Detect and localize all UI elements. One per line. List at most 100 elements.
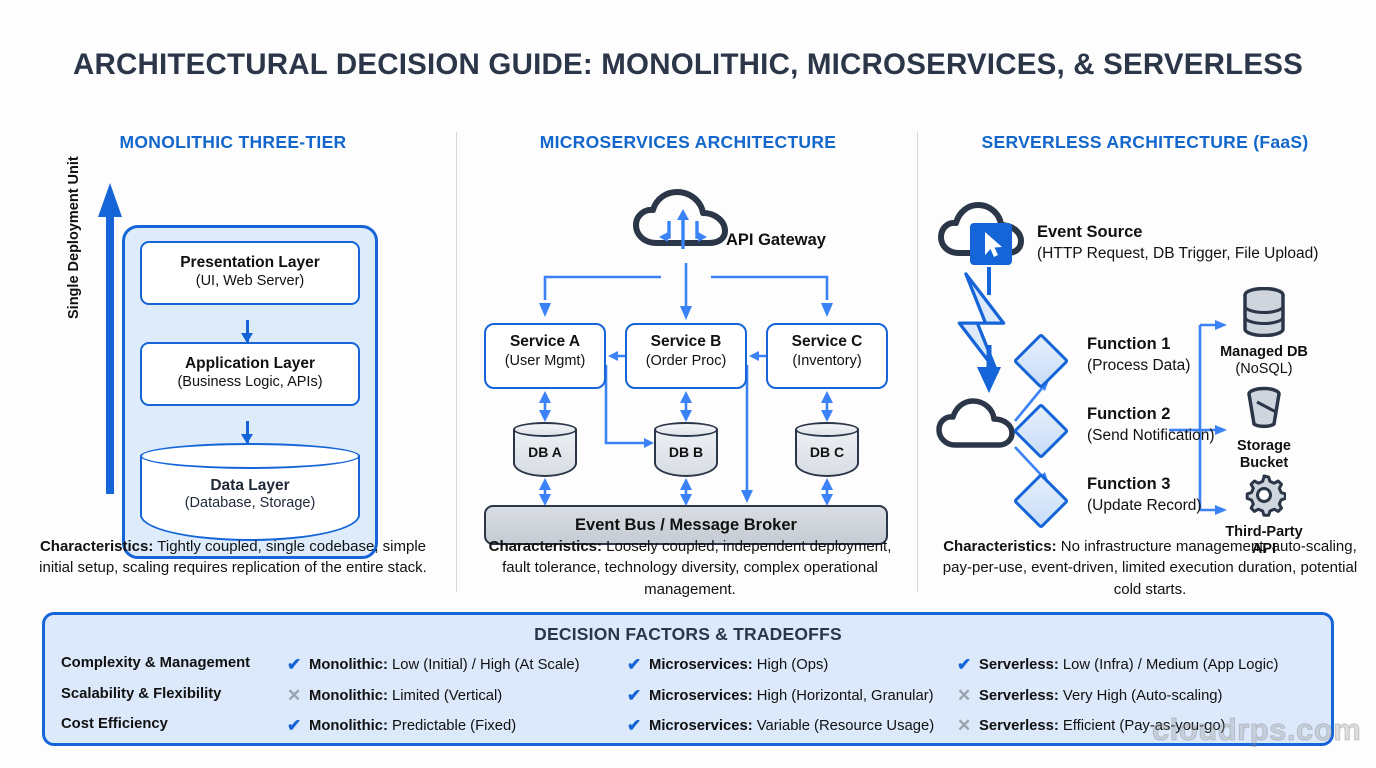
serverless-column: SERVERLESS ARCHITECTURE (FaaS)	[919, 132, 1371, 557]
characteristics-text: No infrastructure management, auto-scali…	[942, 538, 1358, 598]
serverless-heading: SERVERLESS ARCHITECTURE (FaaS)	[981, 132, 1309, 152]
serverless-flow-connectors	[936, 267, 1227, 515]
option-name: Monolithic:	[309, 687, 388, 704]
page-title: ARCHITECTURAL DECISION GUIDE: MONOLITHIC…	[73, 48, 1303, 81]
characteristics-label: Characteristics:	[943, 538, 1057, 555]
option-value: Low (Infra) / Medium (App Logic)	[1058, 657, 1279, 673]
monolithic-column: MONOLITHIC THREE-TIER Single Deployment …	[10, 132, 456, 559]
option-value: Very High (Auto-scaling)	[1058, 687, 1223, 704]
column-divider-right	[917, 132, 918, 592]
decision-cell-monolithic: ✔Monolithic: Low (Initial) / High (At Sc…	[287, 652, 627, 678]
tier-title: Application Layer	[184, 355, 316, 372]
serverless-characteristics: Characteristics: No infrastructure manag…	[938, 536, 1362, 600]
database-label: DB C	[809, 444, 845, 460]
decision-cell-serverless: ✕ Serverless: Efficient (Pay-as-you-go)	[957, 713, 1317, 739]
column-divider-left	[456, 132, 457, 592]
option-value: Variable (Resource Usage)	[752, 718, 935, 734]
service-c-box: Service C (Inventory)	[766, 323, 888, 389]
deployment-arrow-icon	[98, 183, 122, 494]
database-label: DB A	[528, 444, 562, 460]
cursor-icon	[970, 223, 1012, 265]
tier-data-layer: Data Layer (Database, Storage)	[140, 443, 360, 541]
microservices-characteristics: Characteristics: Loosely coupled, indepe…	[478, 536, 902, 600]
option-name: Serverless:	[979, 718, 1059, 734]
microservices-heading: MICROSERVICES ARCHITECTURE	[539, 132, 837, 152]
database-icon	[1243, 286, 1285, 338]
api-gateway-cloud-icon	[633, 189, 728, 249]
microservices-diagram: API Gateway	[458, 165, 918, 557]
resource-label: Storage	[1237, 438, 1291, 454]
resource-label: Third-Party	[1225, 524, 1303, 540]
cylinder-text: Data Layer (Database, Storage)	[140, 477, 360, 511]
cylinder-body	[140, 455, 360, 541]
tier-detail: (UI, Web Server)	[195, 273, 305, 290]
decision-factors-panel: DECISION FACTORS & TRADEOFFS Complexity …	[42, 612, 1334, 746]
gateway-service-connectors	[539, 263, 833, 506]
cylinder-top	[140, 443, 360, 469]
connector-application-to-data	[241, 421, 252, 444]
characteristics-text: Loosely coupled, independent deployment,…	[502, 538, 892, 598]
resource-label: Managed DB	[1220, 344, 1308, 360]
service-detail: (Inventory)	[792, 352, 862, 369]
option-name: Serverless:	[979, 657, 1059, 673]
option-name: Serverless:	[979, 687, 1059, 704]
service-title: Service C	[791, 333, 863, 350]
service-detail: (Order Proc)	[645, 352, 727, 369]
function-detail: (Process Data)	[1087, 356, 1191, 374]
tier-detail: (Business Logic, APIs)	[177, 374, 323, 391]
option-name: Microservices:	[649, 657, 753, 673]
bucket-icon	[1247, 386, 1281, 429]
tier-detail: (Database, Storage)	[184, 495, 316, 511]
resource-third-party-api: Third-Party API	[1209, 473, 1319, 559]
decision-cell-monolithic: ✕ Monolithic: Limited (Vertical)	[287, 683, 627, 709]
decision-grid: Complexity & Management✔Monolithic: Low …	[45, 652, 1331, 739]
tier-title: Data Layer	[210, 477, 290, 494]
function-title: Function 3	[1087, 474, 1171, 493]
check-icon: ✔	[627, 655, 642, 674]
resource-sub: (NoSQL)	[1235, 361, 1293, 378]
monolithic-heading: MONOLITHIC THREE-TIER	[119, 132, 347, 152]
option-value: High (Horizontal, Granular)	[752, 687, 934, 704]
event-source-detail: (HTTP Request, DB Trigger, File Upload)	[1037, 245, 1319, 262]
cross-icon: ✕	[957, 685, 972, 705]
characteristics-text: Tightly coupled, single codebase, simple…	[39, 538, 427, 577]
gear-icon	[1245, 474, 1287, 517]
connector-presentation-to-application	[241, 320, 252, 343]
monolithic-diagram: Single Deployment Unit Presentation Laye…	[10, 156, 456, 559]
database-b-icon: DB B	[654, 422, 718, 478]
option-name: Monolithic:	[309, 718, 388, 734]
service-b-box: Service B (Order Proc)	[625, 323, 747, 389]
function-detail: (Update Record)	[1087, 496, 1202, 514]
decision-cell-microservices: ✔ Microservices: High (Horizontal, Granul…	[627, 683, 957, 709]
cross-icon: ✕	[287, 685, 302, 705]
option-value: Efficient (Pay-as-you-go)	[1058, 718, 1226, 734]
function-title: Function 1	[1087, 334, 1171, 353]
option-value: Limited (Vertical)	[387, 687, 503, 704]
resource-sub: Bucket	[1239, 455, 1289, 472]
check-icon: ✔	[627, 716, 642, 735]
decision-cell-serverless: ✕ Serverless: Very High (Auto-scaling)	[957, 683, 1317, 709]
decision-cell-monolithic: ✔ Monolithic: Predictable (Fixed)	[287, 713, 627, 739]
service-title: Service A	[509, 333, 581, 350]
check-icon: ✔	[287, 716, 302, 735]
api-gateway-label: API Gateway	[726, 231, 826, 249]
service-a-box: Service A (User Mgmt)	[484, 323, 606, 389]
resource-storage-bucket: Storage Bucket	[1209, 385, 1319, 473]
decision-factor-label: Complexity & Management	[61, 655, 251, 671]
check-icon: ✔	[627, 685, 642, 705]
option-value: Low (Initial) / High (At Scale)	[387, 657, 580, 673]
function-title: Function 2	[1087, 404, 1171, 423]
decision-cell-microservices: ✔ Microservices: Variable (Resource Usage…	[627, 713, 957, 739]
event-bus-bar: Event Bus / Message Broker	[484, 505, 888, 545]
characteristics-label: Characteristics:	[39, 538, 154, 555]
option-value: Predictable (Fixed)	[387, 718, 517, 734]
tier-presentation-layer: Presentation Layer (UI, Web Server)	[140, 241, 360, 306]
service-title: Service B	[650, 333, 722, 350]
cross-icon: ✕	[957, 716, 972, 735]
service-detail: (User Mgmt)	[504, 352, 586, 369]
event-source-title: Event Source	[1037, 223, 1143, 241]
database-a-icon: DB A	[513, 422, 577, 478]
option-name: Microservices:	[649, 718, 753, 734]
option-name: Microservices:	[649, 687, 753, 704]
